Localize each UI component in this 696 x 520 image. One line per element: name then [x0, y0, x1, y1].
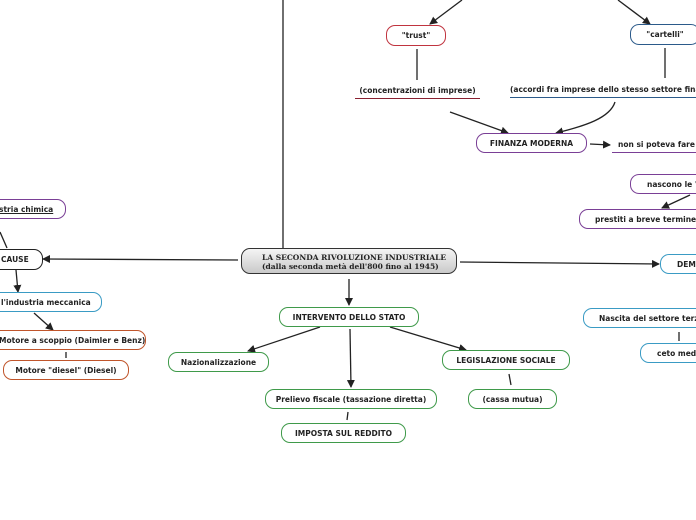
link-legislazione-cassa — [508, 373, 512, 386]
central-topic-subtitle: (dalla seconda metà dell'800 fino al 194… — [262, 262, 439, 271]
link-cause-meccanica — [13, 269, 22, 293]
cassa-mutua-label: (cassa mutua) — [482, 394, 543, 404]
demo-label: DEMO — [677, 259, 696, 269]
concentrazioni-node[interactable]: (concentrazioni di imprese) — [355, 86, 480, 99]
finanza-moderna-label: FINANZA MODERNA — [489, 138, 574, 148]
central-topic-node[interactable]: LA SECONDA RIVOLUZIONE INDUSTRIALE (dall… — [241, 248, 457, 274]
link-intervento-nazionalizzazione — [247, 326, 321, 353]
motore-diesel-label: Motore "diesel" (Diesel) — [15, 365, 117, 375]
cause-label: CAUSE — [1, 255, 29, 264]
nazionalizzazione-node[interactable]: Nazionalizzazione — [168, 352, 269, 372]
link-prelievo-imposta — [346, 411, 349, 421]
link-central-demo — [459, 259, 660, 268]
cartelli-node[interactable]: "cartelli" — [630, 24, 696, 45]
ceto-medio-label: ceto medio — [657, 348, 696, 358]
imposta-reddito-label: IMPOSTA SUL REDDITO — [295, 428, 392, 438]
motore-diesel-node[interactable]: Motore "diesel" (Diesel) — [3, 360, 129, 380]
link-central-cause — [42, 255, 239, 264]
finanza-moderna-node[interactable]: FINANZA MODERNA — [476, 133, 587, 153]
nascono-label: nascono le "i — [647, 179, 696, 189]
demo-node[interactable]: DEMO — [660, 254, 696, 274]
intervento-stato-label: INTERVENTO DELLO STATO — [292, 312, 406, 322]
link-accordi-finanza — [555, 101, 616, 136]
legislazione-sociale-label: LEGISLAZIONE SOCIALE — [456, 355, 556, 365]
central-topic-title: LA SECONDA RIVOLUZIONE INDUSTRIALE — [262, 253, 447, 262]
industria-meccanica-node[interactable]: l'industria meccanica — [0, 292, 102, 312]
prestiti-label: prestiti a breve termine — [595, 214, 696, 224]
prestiti-node[interactable]: prestiti a breve termine — [579, 209, 696, 229]
link-meccanica-scoppio — [33, 312, 54, 331]
link-chimica-cause — [0, 231, 8, 249]
cause-node[interactable]: CAUSE — [0, 249, 43, 270]
nascita-terziario-label: Nascita del settore terzia — [599, 313, 696, 323]
prelievo-fiscale-node[interactable]: Prelievo fiscale (tassazione diretta) — [265, 389, 437, 409]
industria-meccanica-label: l'industria meccanica — [1, 297, 91, 307]
concentrazioni-label: (concentrazioni di imprese) — [359, 86, 476, 95]
ceto-medio-node[interactable]: ceto medio — [640, 343, 696, 363]
motore-scoppio-label: Motore a scoppio (Daimler e Benz) — [0, 335, 146, 345]
industria-chimica-label: stria chimica — [0, 204, 54, 214]
prelievo-fiscale-label: Prelievo fiscale (tassazione diretta) — [275, 394, 427, 404]
trust-label: "trust" — [401, 31, 431, 40]
imposta-reddito-node[interactable]: IMPOSTA SUL REDDITO — [281, 423, 406, 443]
cartelli-label: "cartelli" — [646, 30, 684, 39]
accordi-node[interactable]: (accordi fra imprese dello stesso settor… — [510, 85, 696, 98]
non-si-poteva-node[interactable]: non si poteva fare p — [612, 140, 696, 153]
industria-chimica-node[interactable]: stria chimica — [0, 199, 66, 219]
accordi-label: (accordi fra imprese dello stesso settor… — [510, 85, 696, 94]
link-intervento-legislazione — [389, 326, 467, 352]
non-si-poteva-label: non si poteva fare p — [618, 140, 696, 149]
nascono-node[interactable]: nascono le "i — [630, 174, 696, 194]
link-concentrazioni-finanza — [449, 111, 509, 135]
link-intervento-prelievo — [346, 328, 355, 388]
nazionalizzazione-label: Nazionalizzazione — [180, 357, 257, 367]
legislazione-sociale-node[interactable]: LEGISLAZIONE SOCIALE — [442, 350, 570, 370]
link-nascono-prestiti — [661, 194, 691, 209]
motore-scoppio-node[interactable]: Motore a scoppio (Daimler e Benz) — [0, 330, 146, 350]
link-finanza-nonsipoteva — [589, 140, 611, 149]
cassa-mutua-node[interactable]: (cassa mutua) — [468, 389, 557, 409]
nascita-terziario-node[interactable]: Nascita del settore terzia — [583, 308, 696, 328]
intervento-stato-node[interactable]: INTERVENTO DELLO STATO — [279, 307, 419, 327]
link-to-trust — [429, 0, 463, 25]
link-to-cartelli — [617, 0, 651, 25]
trust-node[interactable]: "trust" — [386, 25, 446, 46]
